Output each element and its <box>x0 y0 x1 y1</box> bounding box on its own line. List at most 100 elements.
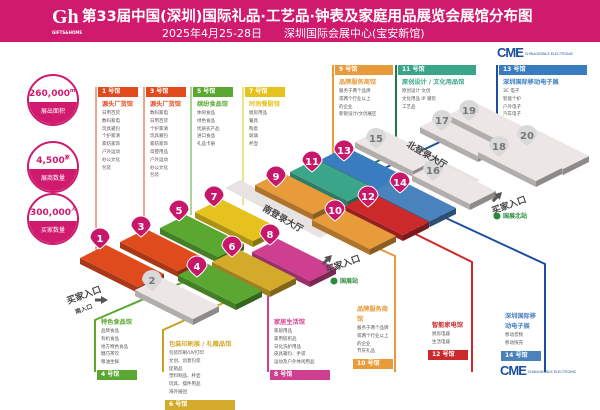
hall-category: 移动音频 <box>505 333 523 338</box>
hall-pin-13[interactable]: 13 <box>333 139 355 162</box>
hall-category: 工艺品 <box>402 104 416 110</box>
hall-number: 9 <box>273 172 280 183</box>
hall-1-side <box>80 258 138 293</box>
hall-info-1: 1 号馆源头厂货馆日用百货数码家电玩具箱包个护家清家纺家饰户外运动办公文化包装 <box>98 87 138 172</box>
hall-pin-3[interactable]: 3 <box>130 215 152 238</box>
hall-3[interactable] <box>120 229 204 271</box>
hall-category: 数码家电 <box>102 118 120 124</box>
hall-6[interactable] <box>212 249 296 291</box>
hall-info-6: 包装印刷展 / 礼赠品馆包装印刷/UV打印文创、创意包装促销品塑料制品、杯壶玩具… <box>165 340 235 410</box>
hall-number: 2 <box>149 276 156 287</box>
arrow-icon <box>491 192 502 203</box>
hall-14-end <box>430 208 456 227</box>
hall-theme: 智能家电馆 <box>432 322 463 329</box>
hall-7[interactable] <box>195 199 279 241</box>
hall-20-end <box>563 156 589 175</box>
hall-pin-2[interactable]: 2 <box>142 270 162 291</box>
hall-info-9: 9 号馆品牌服务商馆服务于两个品牌或两个行业以上的企业新锐设计/文创展区 <box>335 65 393 119</box>
hall-number: 8 <box>267 230 274 241</box>
hall-pin-5[interactable]: 5 <box>168 199 190 222</box>
hall-pin-10[interactable]: 10 <box>324 199 346 222</box>
hall-category: 智能个护 <box>503 96 521 102</box>
hall-theme: 源头厂货馆 <box>102 101 133 108</box>
hall-category: 粮油生鲜 <box>101 360 119 366</box>
hall-category: 进口食品 <box>197 134 215 140</box>
hall-pin-6[interactable]: 6 <box>221 235 243 258</box>
event-subtitle: 2025年4月25-28日深圳国际会展中心(宝安新馆) <box>162 25 447 41</box>
hall-category: 陶瓷 <box>249 126 258 132</box>
hall-16-side <box>412 175 470 210</box>
hall-category: 地方特色食品 <box>101 344 128 350</box>
stat-value: 300,000 <box>29 208 71 218</box>
hall-category: 礼品卡册 <box>197 142 215 148</box>
leader-line <box>394 223 473 372</box>
hall-category: 包装 <box>150 173 159 179</box>
stat-unit: 人次 <box>50 207 76 245</box>
entrance-sub: 南入口 <box>74 302 94 316</box>
hall-category: 海外展团 <box>169 389 187 395</box>
hall-category: 日用百货 <box>150 118 168 124</box>
hall-6-end <box>270 278 296 297</box>
hall-info-3: 3 号馆源头厂货馆数码家电日用百货个护家清玩具箱包家纺家饰母婴用品户外运动办公文… <box>146 87 186 180</box>
hall-pin-7[interactable]: 7 <box>203 185 225 208</box>
hall-pin-1[interactable]: 1 <box>89 227 111 250</box>
hall-tag: 4 号馆 <box>97 369 137 380</box>
hall-3-side <box>120 242 178 277</box>
hall-category: 运动及户外休闲用品 <box>274 360 315 366</box>
hall-theme: 源头厂货馆 <box>150 101 181 108</box>
stat-unit: m² <box>70 88 78 94</box>
hall-tag: 8 号馆 <box>270 369 330 380</box>
hall-tag: 13 号馆 <box>499 65 587 75</box>
hall-number: 10 <box>328 206 342 217</box>
hall-category: 母婴用品 <box>150 149 168 155</box>
hall-8[interactable] <box>252 239 336 281</box>
hall-16-end <box>470 191 496 210</box>
hall-pin-14[interactable]: 14 <box>389 171 411 194</box>
hall-category: 厨房电器 <box>432 332 450 337</box>
hall-category: 皮具箱包、手袋 <box>274 352 306 358</box>
hall-number: 11 <box>305 157 319 168</box>
hall-pin-8[interactable]: 8 <box>259 223 281 246</box>
hall-theme: 包装印刷展 / 礼赠品馆 <box>169 341 232 348</box>
hall-number: 4 <box>194 262 201 273</box>
stat-unit: 家 <box>64 155 70 161</box>
hall-category: 节庆礼品 <box>357 349 375 355</box>
hall-tag: 3 号馆 <box>146 87 186 97</box>
hall-pin-18[interactable]: 18 <box>489 136 509 157</box>
hall-pin-20[interactable]: 20 <box>517 125 537 146</box>
hall-pin-12[interactable]: 12 <box>357 185 379 208</box>
hall-number: 3 <box>138 222 145 233</box>
hall-category: 服务于两个品牌 <box>357 326 389 331</box>
hall-category: 文创、创意包装 <box>169 358 201 364</box>
hall-pin-17[interactable]: 17 <box>432 110 452 131</box>
hall-category: 日化洗护用品 <box>274 344 301 350</box>
hall-pin-19[interactable]: 19 <box>459 100 479 121</box>
hall-category: 移动快充 <box>505 340 523 346</box>
hall-17-side <box>420 127 478 162</box>
hall-category: 数码家电 <box>150 111 168 116</box>
hall-pin-15[interactable]: 15 <box>366 128 386 149</box>
hall-4-side <box>178 275 236 310</box>
hall-theme: 深圳国际移动电子展 <box>503 79 559 86</box>
hall-tag: 11 号馆 <box>398 65 476 75</box>
hall-category: 办公文化 <box>102 157 120 163</box>
hall-info-11: 11 号馆原创设计 / 文化用品馆原创设计 文创文化用品 IP 潮玩工艺品 <box>398 65 476 111</box>
hall-category: 玻璃 <box>249 134 258 140</box>
hall-pin-9[interactable]: 9 <box>265 165 287 188</box>
hall-category: 3C 电子 <box>503 89 520 94</box>
hall-pin-11[interactable]: 11 <box>301 150 323 173</box>
hall-14[interactable] <box>372 179 456 221</box>
hall-pin-16[interactable]: 16 <box>423 160 443 181</box>
arrow-icon <box>95 296 108 304</box>
hall-pin-4[interactable]: 4 <box>186 255 208 278</box>
hall-12-end <box>403 222 429 241</box>
hall-number: 12 <box>361 192 375 203</box>
hall-theme: 时尚餐厨馆 <box>249 101 280 108</box>
hall-category: 家用纺织品 <box>274 336 297 342</box>
station-label: 国展站 <box>340 277 358 285</box>
hall-category: 品牌食品 <box>101 329 119 334</box>
